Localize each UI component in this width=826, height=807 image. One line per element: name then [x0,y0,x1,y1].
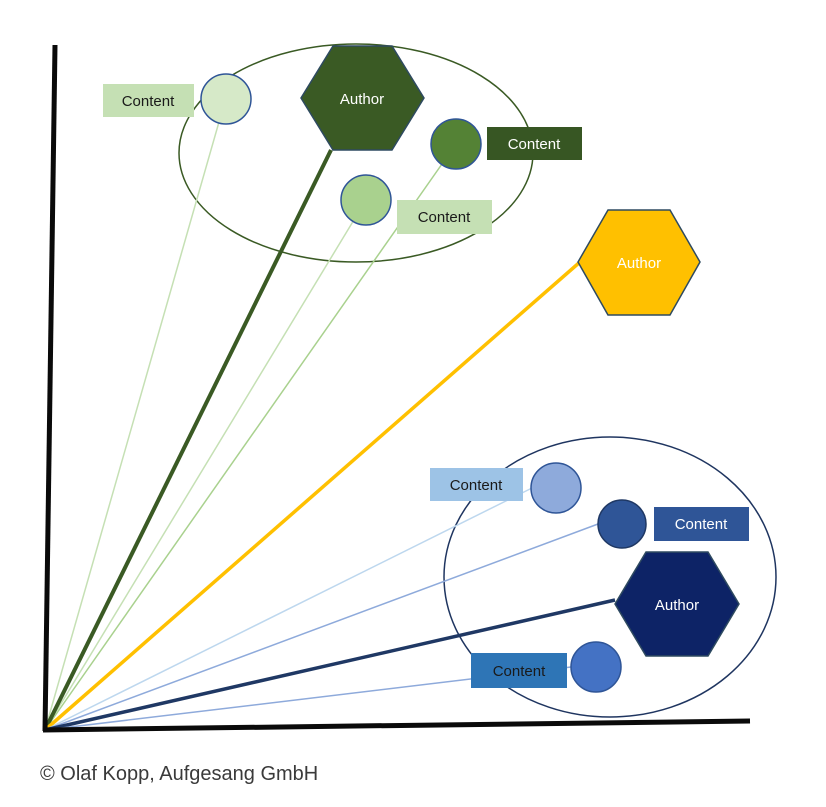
x-axis [42,718,751,733]
green-content-c-circle [340,174,392,226]
blue-cluster-ellipse [443,436,777,718]
yellow-author-hexagon [577,209,701,316]
green-content-c-box [397,200,492,234]
vector-green-content-b [44,143,457,731]
green-content-a-circle [200,73,252,125]
blue-content-a-label: Content [450,477,503,494]
green-content-a-label: Content [122,93,175,110]
blue-author-hexagon [614,551,740,657]
blue-content-a-circle [530,462,582,514]
vector-yellow-author [43,260,582,732]
green-author-label: Author [340,91,384,108]
blue-content-c-box [471,653,567,688]
copyright-notice: © Olaf Kopp, Aufgesang GmbH [40,763,319,785]
green-content-c-label: Content [418,209,471,226]
vector-blue-content-a [44,487,533,731]
yellow-author-label: Author [617,255,661,272]
blue-content-c-circle [570,641,622,693]
y-axis [42,44,58,732]
green-content-a-box [103,84,194,117]
vector-green-content-a [44,100,226,731]
blue-content-b-box [654,507,749,541]
blue-content-c-label: Content [493,663,546,680]
blue-content-b-label: Content [675,516,728,533]
blue-author-label: Author [655,597,699,614]
green-content-b-box [487,127,582,160]
vector-green-author [43,149,333,731]
vector-blue-author [44,598,616,732]
blue-content-b-circle [597,499,647,549]
vector-blue-content-b [44,523,599,731]
vector-green-content-c [44,199,367,731]
green-content-b-label: Content [508,136,561,153]
green-author-hexagon [300,45,425,151]
blue-content-a-box [430,468,523,501]
green-content-b-circle [430,118,482,170]
